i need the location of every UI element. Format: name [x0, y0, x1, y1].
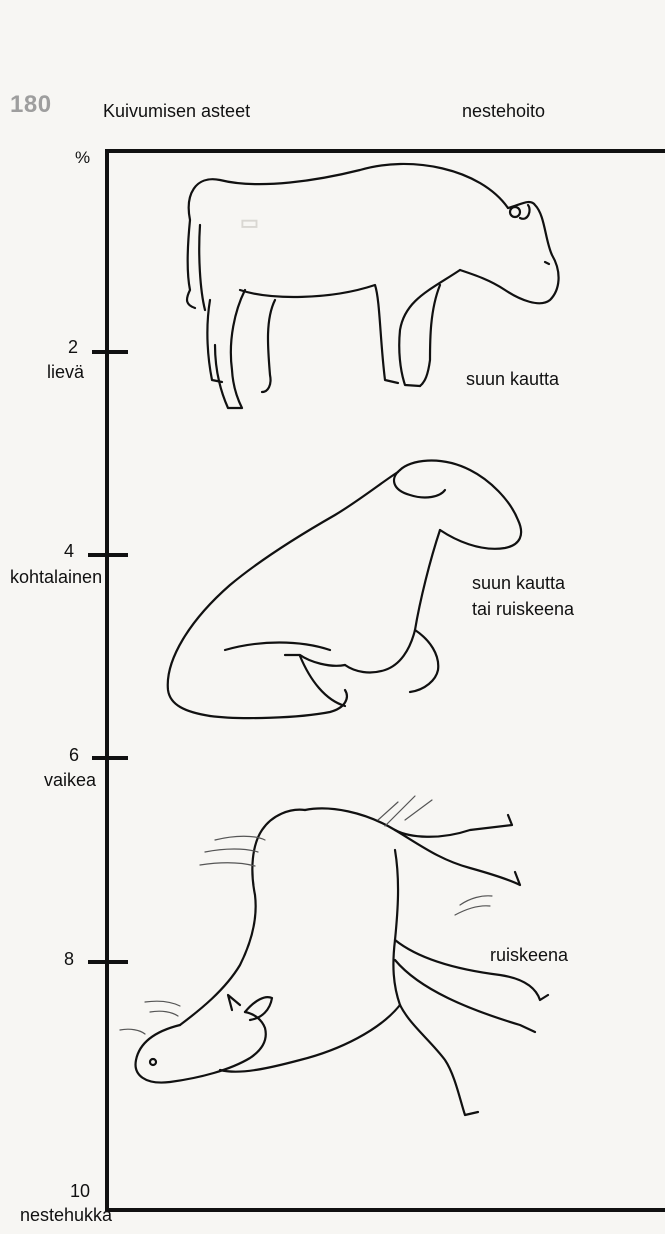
tick-label-2: lievä	[47, 363, 84, 381]
tick-value-4: 4	[64, 542, 74, 560]
tick-value-6: 6	[69, 746, 79, 764]
axis-unit-label: %	[75, 149, 90, 166]
tick-value-2: 2	[68, 338, 78, 356]
treatment-label-severe: ruiskeena	[490, 946, 568, 964]
lateral-recumbent-calf-illustration	[120, 796, 548, 1115]
tick-label-6: vaikea	[44, 771, 96, 789]
treatment-label-moderate-2: tai ruiskeena	[472, 600, 574, 618]
tick-label-10: nestehukka	[20, 1206, 112, 1224]
treatment-label-moderate-1: suun kautta	[472, 574, 565, 592]
treatment-label-mild: suun kautta	[466, 370, 559, 388]
tick-value-10: 10	[70, 1182, 90, 1200]
lying-calf-illustration	[168, 461, 521, 719]
tick-label-4: kohtalainen	[10, 568, 102, 586]
tick-value-8: 8	[64, 950, 74, 968]
